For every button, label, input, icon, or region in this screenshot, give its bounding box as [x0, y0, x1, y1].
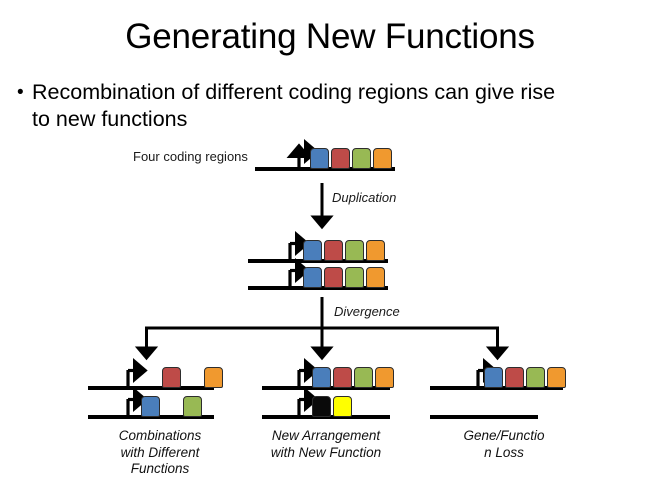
caption-line: Gene/Functio — [463, 428, 545, 443]
cds-box-orange — [375, 367, 394, 388]
cds-box-red — [505, 367, 524, 388]
bullet-text-line-2: to new functions — [32, 107, 188, 131]
cds-box-green — [345, 240, 364, 261]
cds-box-blue — [303, 240, 322, 261]
label-duplication: Duplication — [332, 190, 397, 205]
cds-box-green — [352, 148, 371, 169]
label-four-coding-regions: Four coding regions — [133, 149, 248, 164]
bullet-marker-icon: • — [17, 82, 24, 103]
cds-box-red — [333, 367, 352, 388]
gene-backbone-dup-2 — [248, 286, 388, 290]
caption-line: n Loss — [484, 444, 524, 460]
caption-line: New Arrangement — [271, 428, 381, 443]
caption-line: with Different — [120, 444, 200, 460]
cds-box-blue — [303, 267, 322, 288]
cds-box-blue — [312, 367, 331, 388]
bullet-text-line-1: Recombination of different coding region… — [32, 80, 556, 104]
cds-box-green — [345, 267, 364, 288]
cds-box-black — [312, 396, 331, 417]
caption-combinations: Combinations with Different Functions — [86, 428, 234, 478]
cds-box-green — [526, 367, 545, 388]
gene-backbone-mid-top — [262, 386, 390, 390]
caption-new-arrangement: New Arrangement with New Function — [249, 428, 403, 461]
bullet-list: • Recombination of different coding regi… — [17, 79, 647, 133]
gene-backbone-right-bottom — [430, 415, 538, 419]
cds-box-red — [324, 240, 343, 261]
cds-box-orange — [204, 367, 223, 388]
cds-box-blue — [141, 396, 160, 417]
cds-box-red — [162, 367, 181, 388]
caption-line: Combinations — [118, 428, 202, 443]
cds-box-red — [331, 148, 350, 169]
page-title: Generating New Functions — [125, 17, 535, 56]
gene-backbone-mid-bottom — [262, 415, 390, 419]
gene-backbone-left-bottom — [88, 415, 214, 419]
cds-box-orange — [373, 148, 392, 169]
cds-box-blue — [310, 148, 329, 169]
caption-line: with New Function — [270, 444, 382, 460]
gene-backbone-left-top — [88, 386, 214, 390]
cds-box-green — [183, 396, 202, 417]
label-divergence: Divergence — [334, 304, 400, 319]
caption-line: Functions — [130, 461, 190, 476]
gene-backbone-right-top — [430, 386, 563, 390]
cds-box-orange — [366, 267, 385, 288]
cds-box-orange — [547, 367, 566, 388]
cds-box-yellow — [333, 396, 352, 417]
gene-backbone-original — [255, 167, 395, 171]
gene-backbone-dup-1 — [248, 259, 388, 263]
cds-box-green — [354, 367, 373, 388]
cds-box-orange — [366, 240, 385, 261]
bullet-item: • Recombination of different coding regi… — [17, 79, 647, 106]
bullet-item-continuation: to new functions — [17, 106, 647, 133]
caption-gene-loss: Gene/Functio n Loss — [434, 428, 574, 461]
cds-box-red — [324, 267, 343, 288]
cds-box-blue — [484, 367, 503, 388]
